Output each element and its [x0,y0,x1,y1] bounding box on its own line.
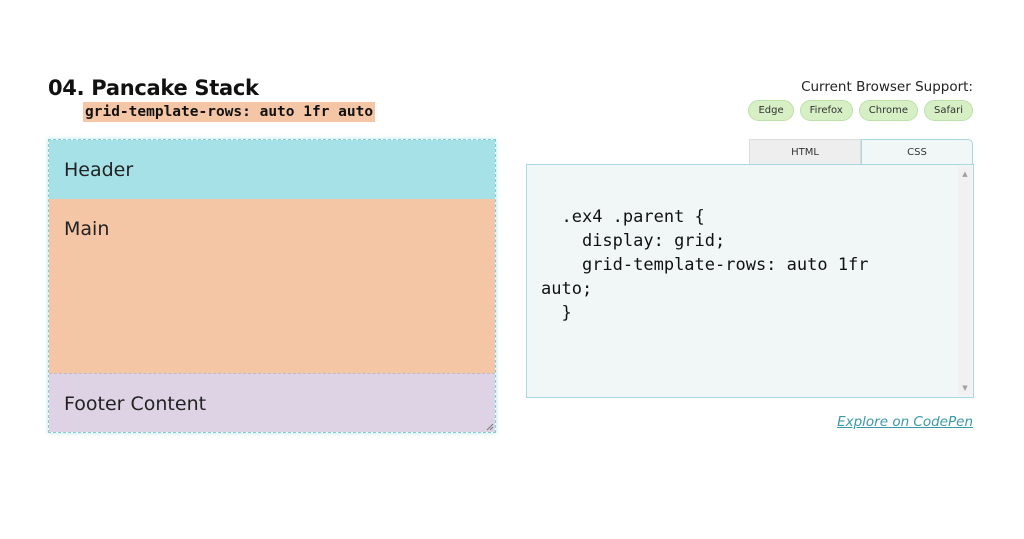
browser-support-badges: Edge Firefox Chrome Safari [748,100,973,121]
tab-css[interactable]: CSS [861,139,973,165]
css-code-block: .ex4 .parent { display: grid; grid-templ… [541,207,869,323]
badge-edge: Edge [748,100,794,121]
scroll-up-icon[interactable]: ▲ [962,170,968,178]
code-tabs: HTML CSS [749,139,973,165]
explore-codepen-link[interactable]: Explore on CodePen [837,414,973,430]
tab-html[interactable]: HTML [749,139,861,165]
code-label: grid-template-rows: auto 1fr auto [83,102,376,122]
browser-support-title: Current Browser Support: [801,79,973,95]
badge-chrome: Chrome [858,100,918,121]
code-scrollbar[interactable]: ▲ ▼ [958,166,972,396]
badge-firefox: Firefox [799,100,853,121]
badge-safari: Safari [923,100,973,121]
demo-footer-label: Footer Content [64,393,207,415]
section-title: 04. Pancake Stack [48,76,259,100]
demo-parent[interactable]: Header Main Footer Content [48,139,496,433]
demo-header[interactable]: Header [49,140,495,199]
scroll-down-icon[interactable]: ▼ [962,384,968,392]
demo-footer[interactable]: Footer Content [49,373,495,432]
resize-handle-icon[interactable] [486,423,494,431]
css-code-panel[interactable]: .ex4 .parent { display: grid; grid-templ… [526,164,974,398]
demo-main[interactable]: Main [49,199,495,373]
